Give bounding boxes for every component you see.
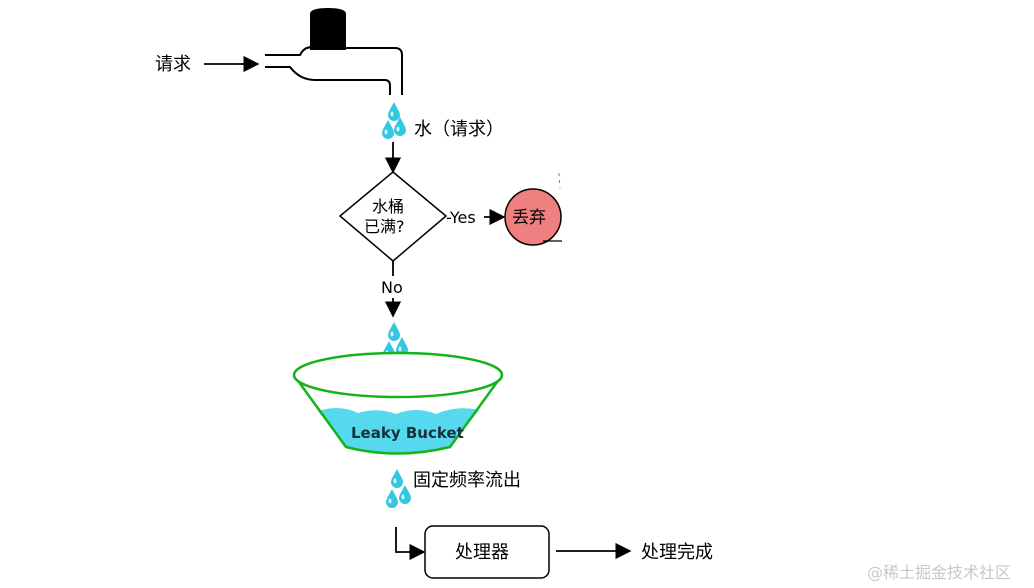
- fixed-rate-label: 固定频率流出: [413, 470, 521, 491]
- processor-node: [424, 525, 550, 579]
- flow-arrow-to-processor: [395, 527, 426, 561]
- discard-label: 丢弃: [512, 208, 546, 228]
- decision-label-line1: 水桶: [372, 197, 404, 216]
- discard-corner-mark: [558, 172, 561, 189]
- discard-node: [504, 188, 562, 246]
- request-label: 请求: [155, 54, 191, 75]
- water-label: 水（请求）: [414, 119, 504, 140]
- faucet-icon: [265, 8, 403, 95]
- leaky-bucket: [292, 351, 504, 455]
- decision-label-line2: 已满?: [364, 217, 405, 236]
- watermark: @稀土掘金技术社区: [867, 563, 1011, 582]
- leaky-bucket-label: Leaky Bucket: [351, 424, 464, 442]
- processor-label: 处理器: [455, 542, 509, 563]
- water-drops-icon: [382, 102, 406, 139]
- yes-label: -Yes: [446, 208, 476, 227]
- done-label: 处理完成: [641, 542, 713, 563]
- water-drops-icon: [386, 469, 411, 508]
- no-label: No: [381, 278, 403, 297]
